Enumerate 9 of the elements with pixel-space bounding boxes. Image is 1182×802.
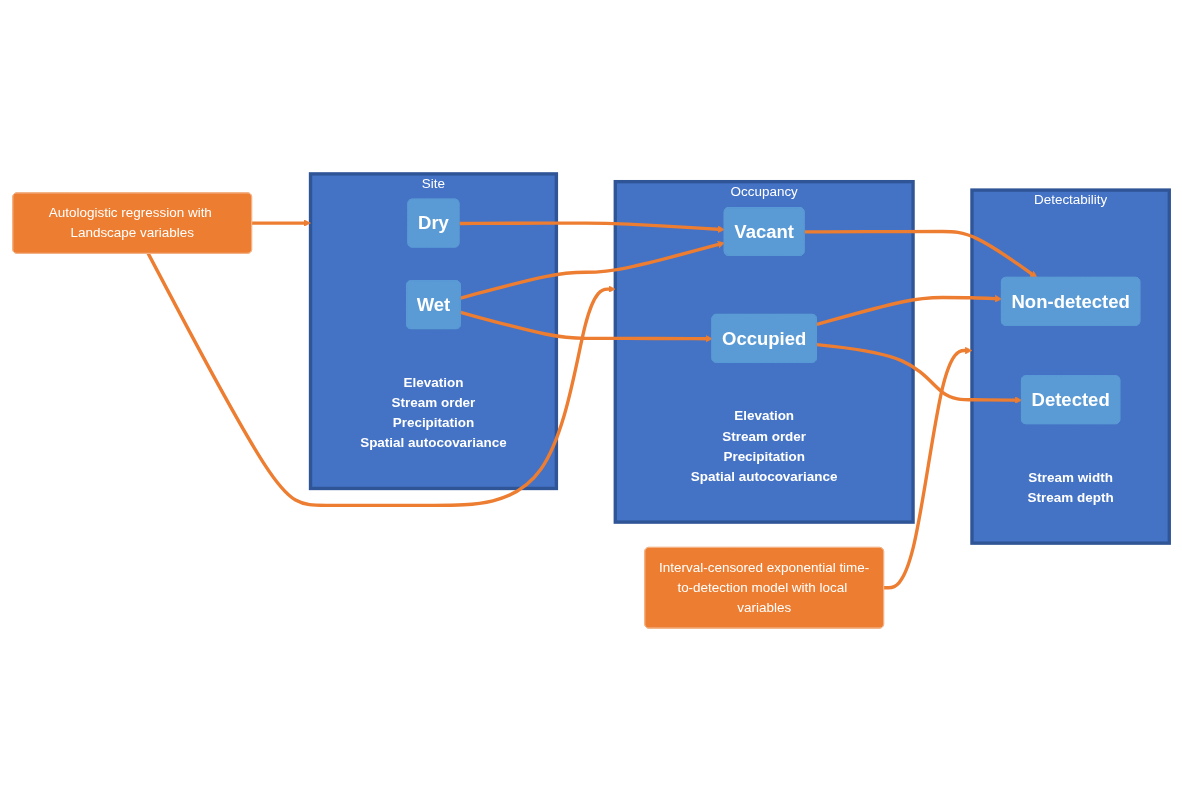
arrow xyxy=(883,346,973,590)
arrow xyxy=(804,229,1038,279)
arrow xyxy=(459,221,725,233)
arrow xyxy=(816,295,1003,327)
arrow xyxy=(146,252,616,507)
arrow xyxy=(816,343,1023,404)
arrow xyxy=(251,219,311,227)
arrow xyxy=(460,241,725,300)
arrow xyxy=(460,310,713,343)
